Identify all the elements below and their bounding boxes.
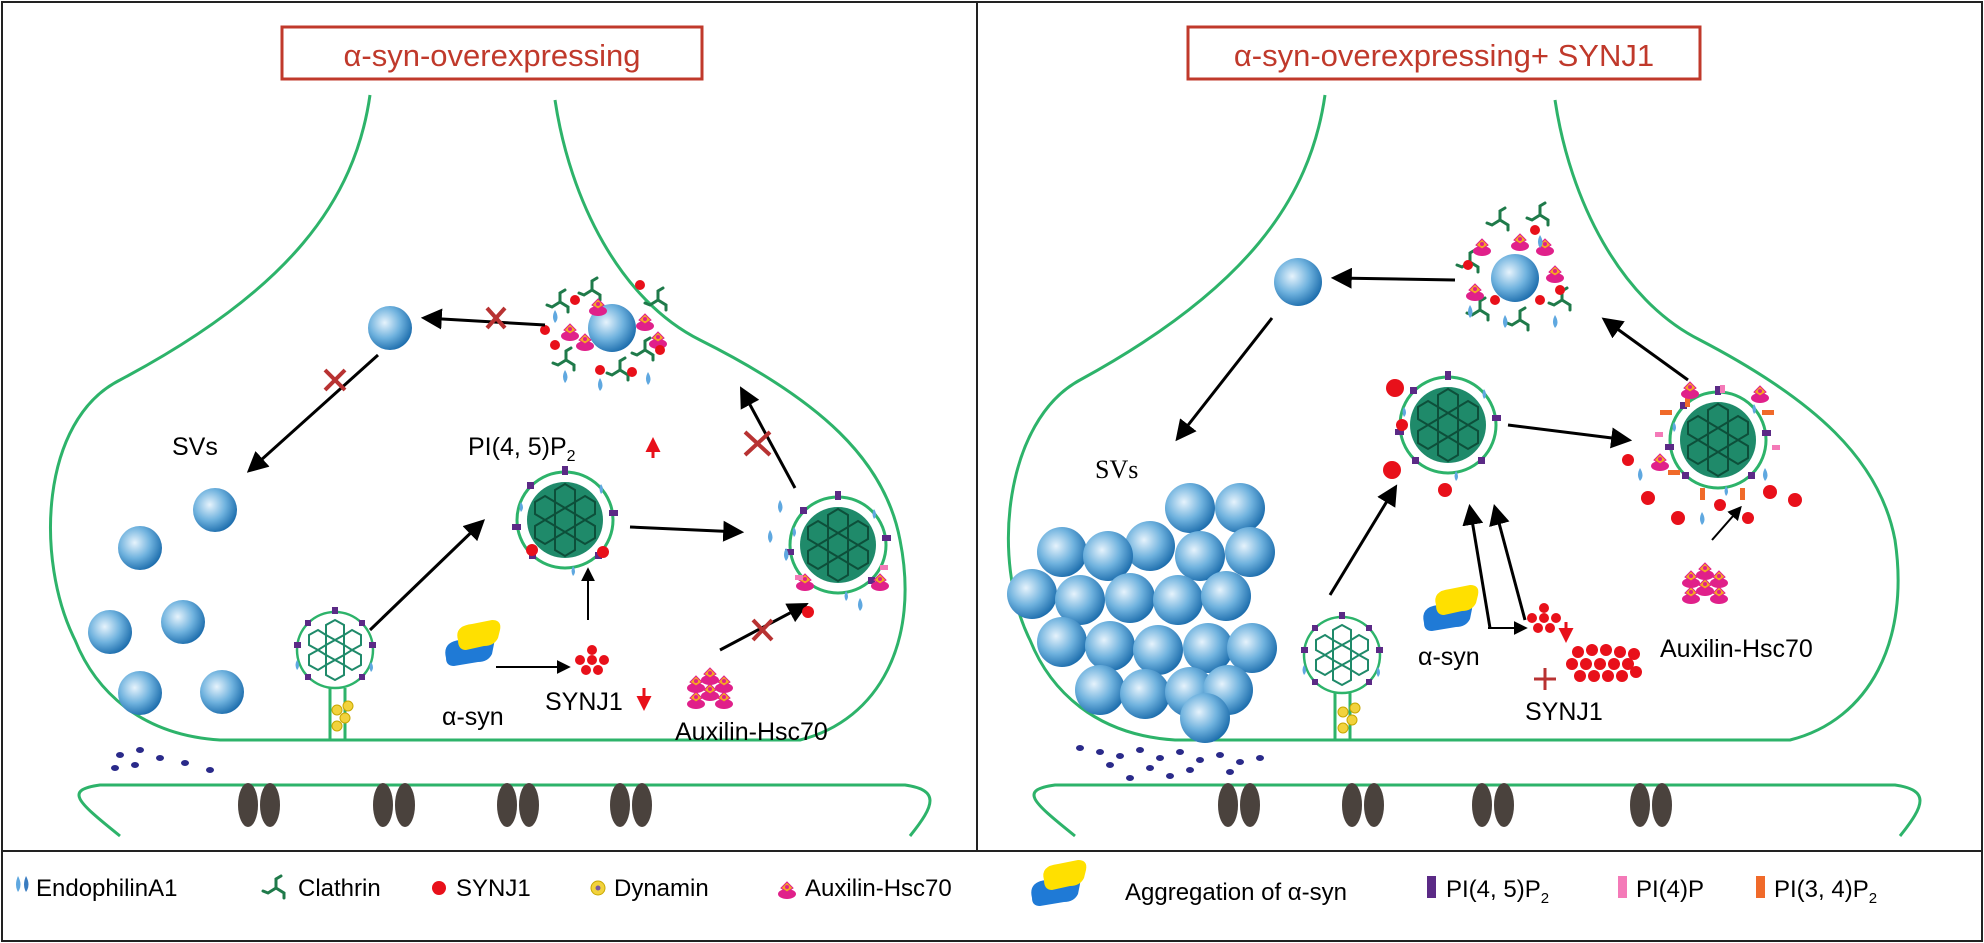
legend-endophilin: EndophilinA1	[16, 875, 177, 902]
left-auxilin-label: Auxilin-Hsc70	[675, 718, 828, 746]
right-title: α-syn-overexpressing+ SYNJ1	[1234, 38, 1654, 73]
right-released-dots	[1076, 745, 1264, 781]
legend-pi4p-label: PI(4)P	[1636, 876, 1704, 903]
legend-aggregation-label: Aggregation of α-syn	[1125, 879, 1347, 906]
left-released-dots	[111, 747, 214, 773]
legend-pi45p2: PI(4, 5)P2	[1427, 876, 1549, 907]
left-right-decor	[768, 500, 890, 618]
endophilin-icon	[16, 876, 29, 892]
legend-pi45p2-label: PI(4, 5)P2	[1446, 876, 1549, 907]
right-asyn-aggregate	[1423, 585, 1479, 631]
legend-pi4p: PI(4)P	[1618, 876, 1704, 903]
legend-pi34p2: PI(3, 4)P2	[1756, 876, 1877, 907]
clathrin-icon	[261, 874, 286, 900]
right-budding-pit	[1299, 610, 1385, 740]
left-coated-vesicle-center	[510, 464, 620, 578]
right-synj1-small-cluster	[1527, 603, 1561, 633]
left-uncoating-vesicle	[540, 276, 668, 391]
left-title: α-syn-overexpressing	[343, 38, 640, 73]
legend-pi45p2-sub: 2	[1541, 890, 1549, 907]
asyn-aggregate-icon	[1031, 860, 1087, 906]
legend-clathrin-label: Clathrin	[298, 875, 381, 902]
right-coated-vesicle-center	[1393, 369, 1503, 483]
pi4p-icon	[1618, 876, 1627, 898]
left-postsynaptic-membrane	[77, 783, 932, 838]
right-title-box	[1186, 25, 1702, 81]
left-auxilin-cluster	[687, 668, 733, 709]
left-pip2-main: PI(4, 5)P	[468, 433, 567, 461]
auxilin-icon	[777, 881, 797, 900]
left-center-synj1	[526, 544, 609, 558]
right-panel: α-syn-overexpressing+ SYNJ1	[1007, 25, 1922, 838]
right-right-decor	[1622, 381, 1802, 525]
pi45p2-icon	[1427, 876, 1436, 898]
legend-pi45p2-main: PI(4, 5)P	[1446, 876, 1541, 903]
left-budding-pit	[292, 605, 378, 740]
left-synaptic-vesicles	[88, 306, 412, 715]
legend-pi34p2-sub: 2	[1869, 890, 1877, 907]
legend: EndophilinA1 Clathrin SYNJ1 Dynamin Auxi…	[16, 860, 1877, 907]
legend-auxilin-label: Auxilin-Hsc70	[805, 875, 952, 902]
left-title-box	[280, 25, 704, 81]
left-block-marks	[323, 306, 774, 642]
right-plus-sign	[1534, 668, 1556, 690]
left-panel: α-syn-overexpressing SVs	[49, 25, 932, 838]
left-channels	[238, 783, 652, 827]
left-pip2-label: PI(4, 5)P2	[468, 433, 576, 465]
legend-clathrin: Clathrin	[261, 874, 381, 902]
right-presynaptic-membrane	[1007, 94, 1900, 742]
right-channels	[1218, 783, 1672, 827]
legend-synj1: SYNJ1	[432, 875, 531, 902]
right-synaptic-vesicles	[1007, 258, 1322, 743]
legend-dynamin-label: Dynamin	[614, 875, 709, 902]
legend-aggregation: Aggregation of α-syn	[1031, 860, 1347, 906]
left-pip2-sub: 2	[567, 448, 576, 465]
right-asyn-label: α-syn	[1418, 643, 1480, 671]
pi34p2-icon	[1756, 876, 1765, 898]
right-coated-vesicle-right	[1663, 384, 1773, 498]
legend-synj1-label: SYNJ1	[456, 875, 531, 902]
left-synj1-label: SYNJ1	[545, 688, 623, 716]
legend-auxilin: Auxilin-Hsc70	[777, 875, 952, 902]
legend-pi34p2-label: PI(3, 4)P2	[1774, 876, 1877, 907]
right-synj1-large-cluster	[1566, 644, 1642, 682]
left-asyn-label: α-syn	[442, 703, 504, 731]
right-uncoating-vesicle	[1455, 201, 1572, 332]
right-auxilin-label: Auxilin-Hsc70	[1660, 635, 1813, 663]
left-svs-label: SVs	[172, 433, 218, 461]
left-asyn-aggregate	[445, 620, 501, 666]
right-postsynaptic-membrane	[1032, 783, 1922, 838]
legend-dynamin: Dynamin	[590, 875, 709, 902]
left-synj1-cluster	[575, 645, 609, 675]
left-presynaptic-membrane	[49, 94, 907, 742]
legend-pi34p2-main: PI(3, 4)P	[1774, 876, 1869, 903]
right-arrows	[1175, 267, 1742, 635]
legend-endophilin-label: EndophilinA1	[36, 875, 177, 902]
right-svs-label: SVs	[1095, 455, 1138, 484]
right-auxilin-cluster	[1682, 563, 1728, 604]
right-synj1-label: SYNJ1	[1525, 698, 1603, 726]
synj1-icon	[432, 881, 446, 895]
right-center-synj1	[1383, 379, 1452, 497]
